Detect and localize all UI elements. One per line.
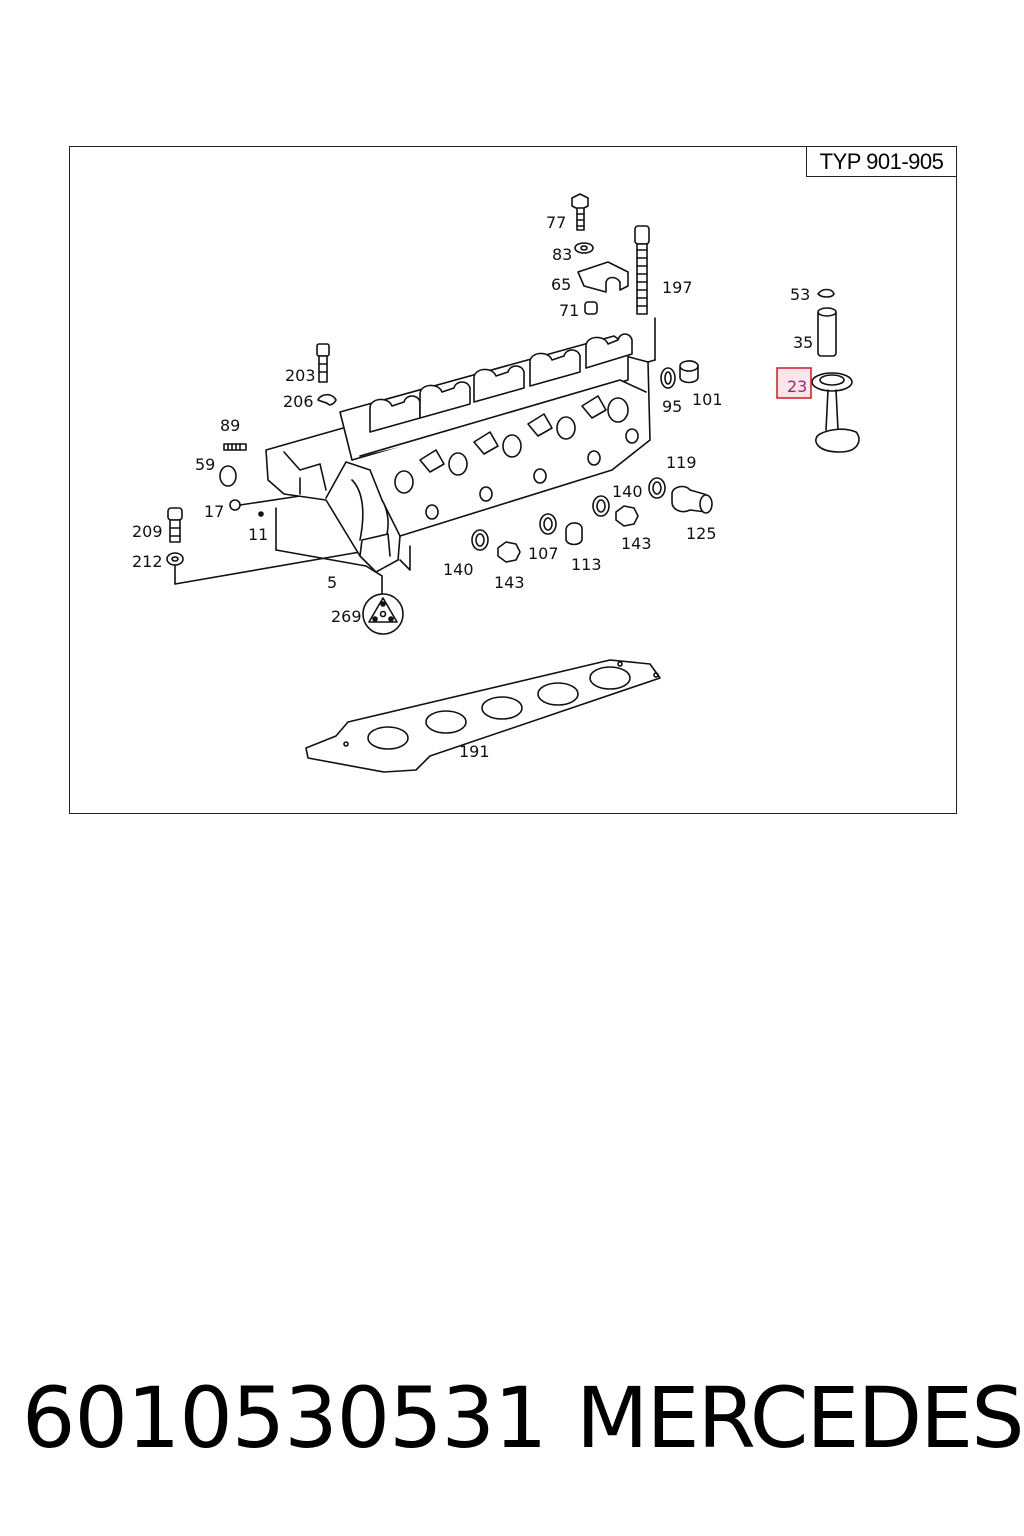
- callout-35: 35: [793, 333, 813, 352]
- callout-101: 101: [692, 390, 723, 409]
- clip-206-drawing: [317, 393, 337, 406]
- valve-assembly-drawing: [811, 288, 860, 453]
- plug-101-drawing: [679, 360, 699, 384]
- bolt-209-drawing: [167, 507, 183, 543]
- callout-119: 119: [666, 453, 697, 472]
- callout-143-lower: 143: [494, 573, 525, 592]
- callout-125: 125: [686, 524, 717, 543]
- diagram-frame: [69, 146, 957, 814]
- ring-17-drawing: [229, 499, 241, 511]
- nut-143-upper-drawing: [615, 505, 639, 527]
- callout-53: 53: [790, 285, 810, 304]
- callout-212: 212: [132, 552, 163, 571]
- callout-65: 65: [551, 275, 571, 294]
- callout-95: 95: [662, 397, 682, 416]
- callout-143-upper: 143: [621, 534, 652, 553]
- bearing-cap-65-drawing: [577, 261, 629, 293]
- plug-59-drawing: [219, 465, 237, 487]
- callout-209: 209: [132, 522, 163, 541]
- callout-140-lower: 140: [443, 560, 474, 579]
- bolt-77-drawing: [571, 193, 589, 231]
- plug-113-drawing: [565, 522, 583, 546]
- seal-95-drawing: [660, 367, 676, 389]
- callout-269: 269: [331, 607, 362, 626]
- head-gasket-191-drawing: [305, 659, 661, 773]
- bolt-203-drawing: [316, 343, 330, 383]
- brand-name: MERCEDES: [576, 1369, 1024, 1467]
- callout-113: 113: [571, 555, 602, 574]
- seal-140-lower-drawing: [471, 529, 489, 551]
- callout-11: 11: [248, 525, 268, 544]
- long-bolt-197-drawing: [619, 225, 656, 371]
- part-number: 6010530531: [22, 1369, 547, 1467]
- callout-83: 83: [552, 245, 572, 264]
- callout-107: 107: [528, 544, 559, 563]
- seal-119-drawing: [648, 477, 666, 499]
- callout-197: 197: [662, 278, 693, 297]
- type-label: TYP 901-905: [806, 147, 956, 177]
- highlight-box-23[interactable]: [776, 367, 812, 399]
- washer-83-drawing: [574, 242, 594, 254]
- callout-17: 17: [204, 502, 224, 521]
- washer-212-drawing: [166, 552, 184, 566]
- callout-5: 5: [327, 573, 337, 592]
- sleeve-71-drawing: [584, 301, 598, 315]
- callout-71: 71: [559, 301, 579, 320]
- stud-89-drawing: [223, 443, 247, 451]
- nut-143-lower-drawing: [497, 541, 521, 563]
- fitting-125-drawing: [671, 485, 713, 514]
- callout-77: 77: [546, 213, 566, 232]
- seal-107-drawing: [539, 513, 557, 535]
- cam-towers-drawing: [369, 333, 633, 433]
- callout-140-upper: 140: [612, 482, 643, 501]
- callout-23[interactable]: 23: [787, 377, 807, 396]
- callout-59: 59: [195, 455, 215, 474]
- seal-140-upper-drawing: [592, 495, 610, 517]
- callout-203: 203: [285, 366, 316, 385]
- callout-191: 191: [459, 742, 490, 761]
- ports-drawing: [394, 395, 639, 520]
- sprocket-269-drawing: [362, 593, 404, 635]
- callout-89: 89: [220, 416, 240, 435]
- callout-206: 206: [283, 392, 314, 411]
